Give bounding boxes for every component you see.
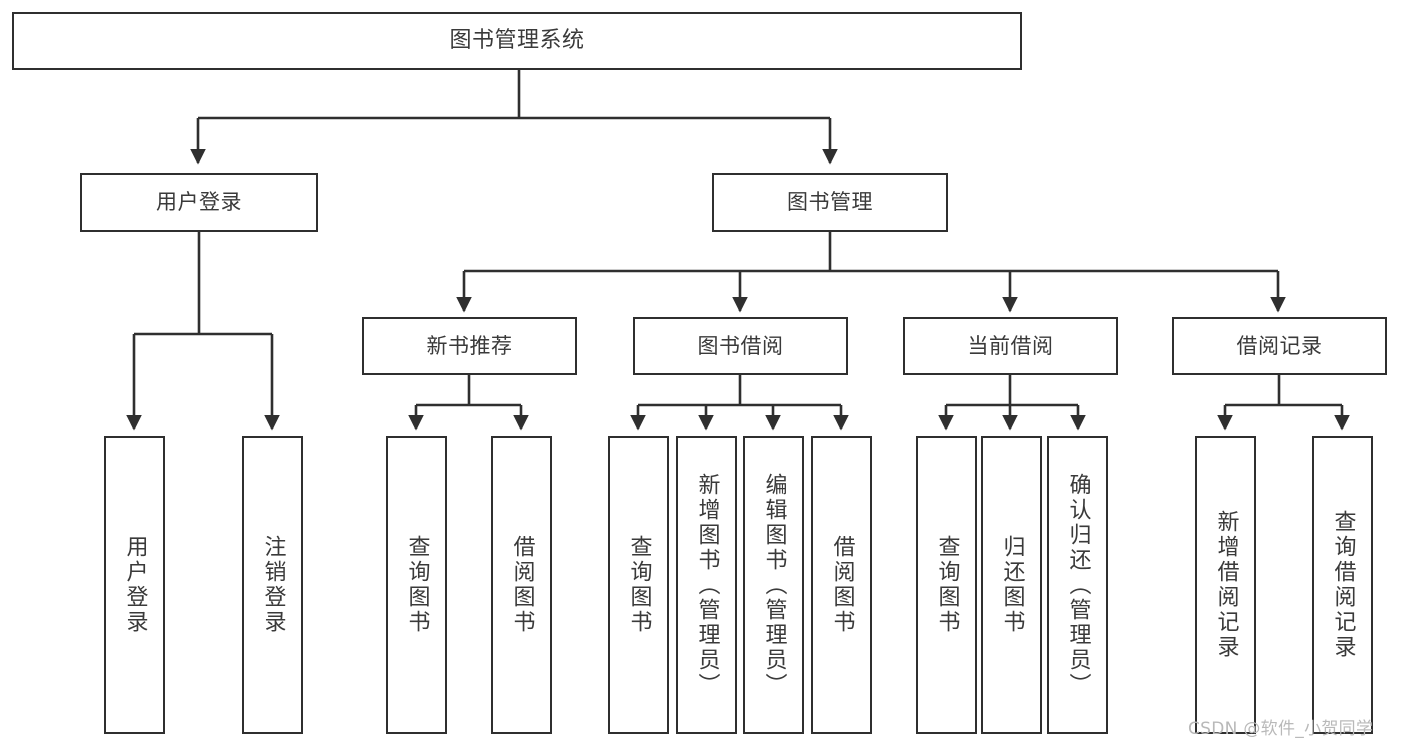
leaf-user-login-login[interactable]: 用户登录 [104,436,165,734]
node-label: 查询图书 [934,535,960,635]
leaf-current-borrow-query[interactable]: 查询图书 [916,436,977,734]
leaf-book-borrow-borrow[interactable]: 借阅图书 [811,436,872,734]
node-label: 借阅图书 [509,535,535,635]
node-book-management[interactable]: 图书管理 [712,173,948,232]
leaf-borrow-record-query[interactable]: 查询借阅记录 [1312,436,1373,734]
node-label: 图书管理系统 [449,28,585,54]
node-label: 借阅图书 [829,535,855,635]
node-label: 用户登录 [156,190,242,215]
node-label: 确认归还（管理员） [1065,472,1091,698]
node-current-borrow[interactable]: 当前借阅 [903,317,1118,375]
leaf-new-book-borrow[interactable]: 借阅图书 [491,436,552,734]
node-label: 查询图书 [626,535,652,635]
leaf-borrow-record-add[interactable]: 新增借阅记录 [1195,436,1256,734]
leaf-book-borrow-query[interactable]: 查询图书 [608,436,669,734]
leaf-user-login-logout[interactable]: 注销登录 [242,436,303,734]
leaf-new-book-query[interactable]: 查询图书 [386,436,447,734]
node-label: 归还图书 [999,535,1025,635]
node-book-borrow[interactable]: 图书借阅 [633,317,848,375]
node-label: 新增借阅记录 [1213,510,1239,660]
node-new-book-recommend[interactable]: 新书推荐 [362,317,577,375]
csdn-watermark: CSDN @软件_小贺同学 [1188,719,1374,739]
node-label: 当前借阅 [967,333,1054,358]
node-label: 图书管理 [787,190,873,215]
node-label: 图书借阅 [697,333,784,358]
node-label: 用户登录 [122,535,148,635]
leaf-book-borrow-edit-admin[interactable]: 编辑图书（管理员） [743,436,804,734]
node-borrow-record[interactable]: 借阅记录 [1172,317,1387,375]
node-label: 新增图书（管理员） [694,472,720,698]
leaf-current-borrow-return[interactable]: 归还图书 [981,436,1042,734]
node-label: 借阅记录 [1236,333,1323,358]
node-root-book-management-system[interactable]: 图书管理系统 [12,12,1022,70]
node-label: 编辑图书（管理员） [761,472,787,698]
node-label: 新书推荐 [426,333,513,358]
leaf-current-borrow-confirm-return-admin[interactable]: 确认归还（管理员） [1047,436,1108,734]
node-user-login[interactable]: 用户登录 [80,173,318,232]
node-label: 注销登录 [260,535,286,635]
node-label: 查询图书 [404,535,430,635]
node-label: 查询借阅记录 [1330,510,1356,660]
leaf-book-borrow-add-admin[interactable]: 新增图书（管理员） [676,436,737,734]
